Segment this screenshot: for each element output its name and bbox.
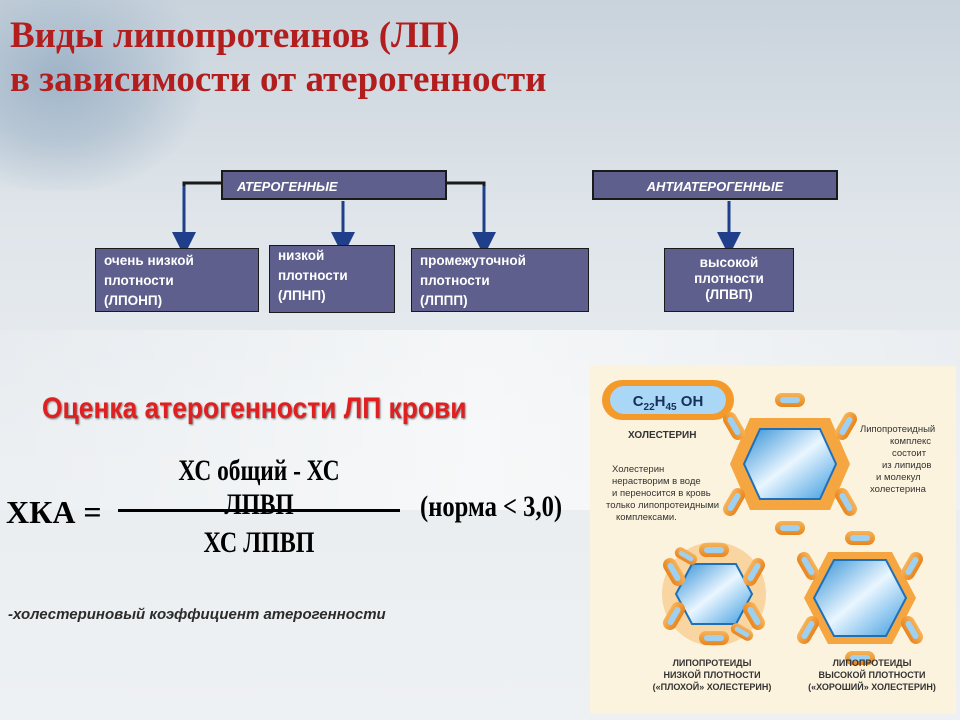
svg-text:Липопротеидный: Липопротеидный — [860, 424, 935, 435]
lp-idl-line3: (ЛППП) — [420, 293, 468, 308]
group-antiatherogenic: АНТИАТЕРОГЕННЫЕ — [592, 170, 838, 200]
formula-lhs: ХКА = — [6, 494, 102, 530]
lp-hdl-line3: (ЛПВП) — [705, 287, 753, 302]
svg-text:только липопротеидными: только липопротеидными — [606, 500, 719, 511]
connector-arrows — [172, 181, 741, 256]
background-photo — [0, 0, 200, 190]
cholesterol-illustration: C22H45 OH ХОЛЕСТЕРИН Холестерин нераство… — [602, 380, 936, 692]
lp-vldl-line1: очень низкой — [104, 253, 194, 268]
svg-text:ВЫСОКОЙ ПЛОТНОСТИ: ВЫСОКОЙ ПЛОТНОСТИ — [818, 669, 925, 680]
lp-ldl-line2: плотности — [278, 268, 348, 283]
lp-box-hdl: высокой плотности (ЛПВП) — [664, 248, 794, 312]
lp-idl-line1: промежуточной — [420, 253, 526, 268]
hdl-caption: ЛИПОПРОТЕИДЫ ВЫСОКОЙ ПЛОТНОСТИ («ХОРОШИЙ… — [808, 658, 936, 692]
lp-box-vldl: очень низкой плотности (ЛПОНП) — [95, 248, 259, 312]
svg-text:комплексами.: комплексами. — [616, 512, 677, 523]
formula-denominator: ХС ЛПВП — [203, 526, 315, 559]
svg-text:НИЗКОЙ ПЛОТНОСТИ: НИЗКОЙ ПЛОТНОСТИ — [663, 669, 760, 680]
svg-text:ЛИПОПРОТЕИДЫ: ЛИПОПРОТЕИДЫ — [673, 658, 752, 668]
svg-text:Холестерин: Холестерин — [612, 464, 664, 475]
svg-text:(«ПЛОХОЙ» ХОЛЕСТЕРИН): («ПЛОХОЙ» ХОЛЕСТЕРИН) — [653, 681, 772, 692]
lp-idl-line2: плотности — [420, 273, 490, 288]
ldl-complex — [660, 542, 768, 646]
lp-vldl-line2: плотности — [104, 273, 174, 288]
right-description: Липопротеидный комплекс состоит из липид… — [860, 424, 935, 495]
svg-text:состоит: состоит — [892, 448, 927, 459]
hdl-complex — [794, 531, 926, 665]
lp-hdl-line2: плотности — [694, 271, 764, 286]
svg-text:нерастворим в воде: нерастворим в воде — [612, 476, 701, 487]
ldl-caption: ЛИПОПРОТЕИДЫ НИЗКОЙ ПЛОТНОСТИ («ПЛОХОЙ» … — [653, 658, 772, 692]
evaluation-heading: Оценка атерогенности ЛП крови — [42, 392, 467, 425]
svg-text:комплекс: комплекс — [890, 436, 931, 447]
lp-ldl-line3: (ЛПНП) — [278, 288, 326, 303]
slide-title: Виды липопротеинов (ЛП) в зависимости от… — [10, 14, 546, 102]
fraction-line — [118, 509, 400, 512]
lp-vldl-line3: (ЛПОНП) — [104, 293, 163, 308]
lp-box-idl: промежуточной плотности (ЛППП) — [411, 248, 589, 312]
lp-hdl-line1: высокой — [699, 255, 759, 270]
left-description: Холестерин нерастворим в воде и переноси… — [606, 464, 719, 523]
svg-text:холестерина: холестерина — [870, 484, 927, 495]
svg-text:и молекул: и молекул — [876, 472, 921, 483]
group-atherogenic: АТЕРОГЕННЫЕ — [221, 170, 447, 200]
cholesterol-diagram: C22H45 OH ХОЛЕСТЕРИН Холестерин нераство… — [590, 366, 956, 714]
svg-text:(«ХОРОШИЙ» ХОЛЕСТЕРИН): («ХОРОШИЙ» ХОЛЕСТЕРИН) — [808, 681, 936, 692]
lp-box-ldl: низкой плотности (ЛПНП) — [269, 245, 395, 313]
svg-text:из липидов: из липидов — [882, 460, 931, 471]
slide-title-line-1: Виды липопротеинов (ЛП) — [10, 15, 460, 56]
formula-numerator: ХС общий - ХС ЛПВП — [178, 454, 340, 521]
cholesterol-formula: C22H45 OH — [633, 393, 704, 413]
lipoprotein-complex-top — [720, 393, 860, 535]
lp-ldl-line1: низкой — [278, 248, 325, 263]
slide-title-line-2: в зависимости от атерогенности — [10, 59, 547, 100]
svg-text:ЛИПОПРОТЕИДЫ: ЛИПОПРОТЕИДЫ — [833, 658, 912, 668]
formula-norm: (норма < 3,0) — [420, 490, 563, 523]
cholesterol-label: ХОЛЕСТЕРИН — [628, 430, 696, 441]
svg-text:и переносится в кровь: и переносится в кровь — [612, 488, 711, 499]
coefficient-note: -холестериновый коэффициент атерогенност… — [8, 606, 386, 623]
